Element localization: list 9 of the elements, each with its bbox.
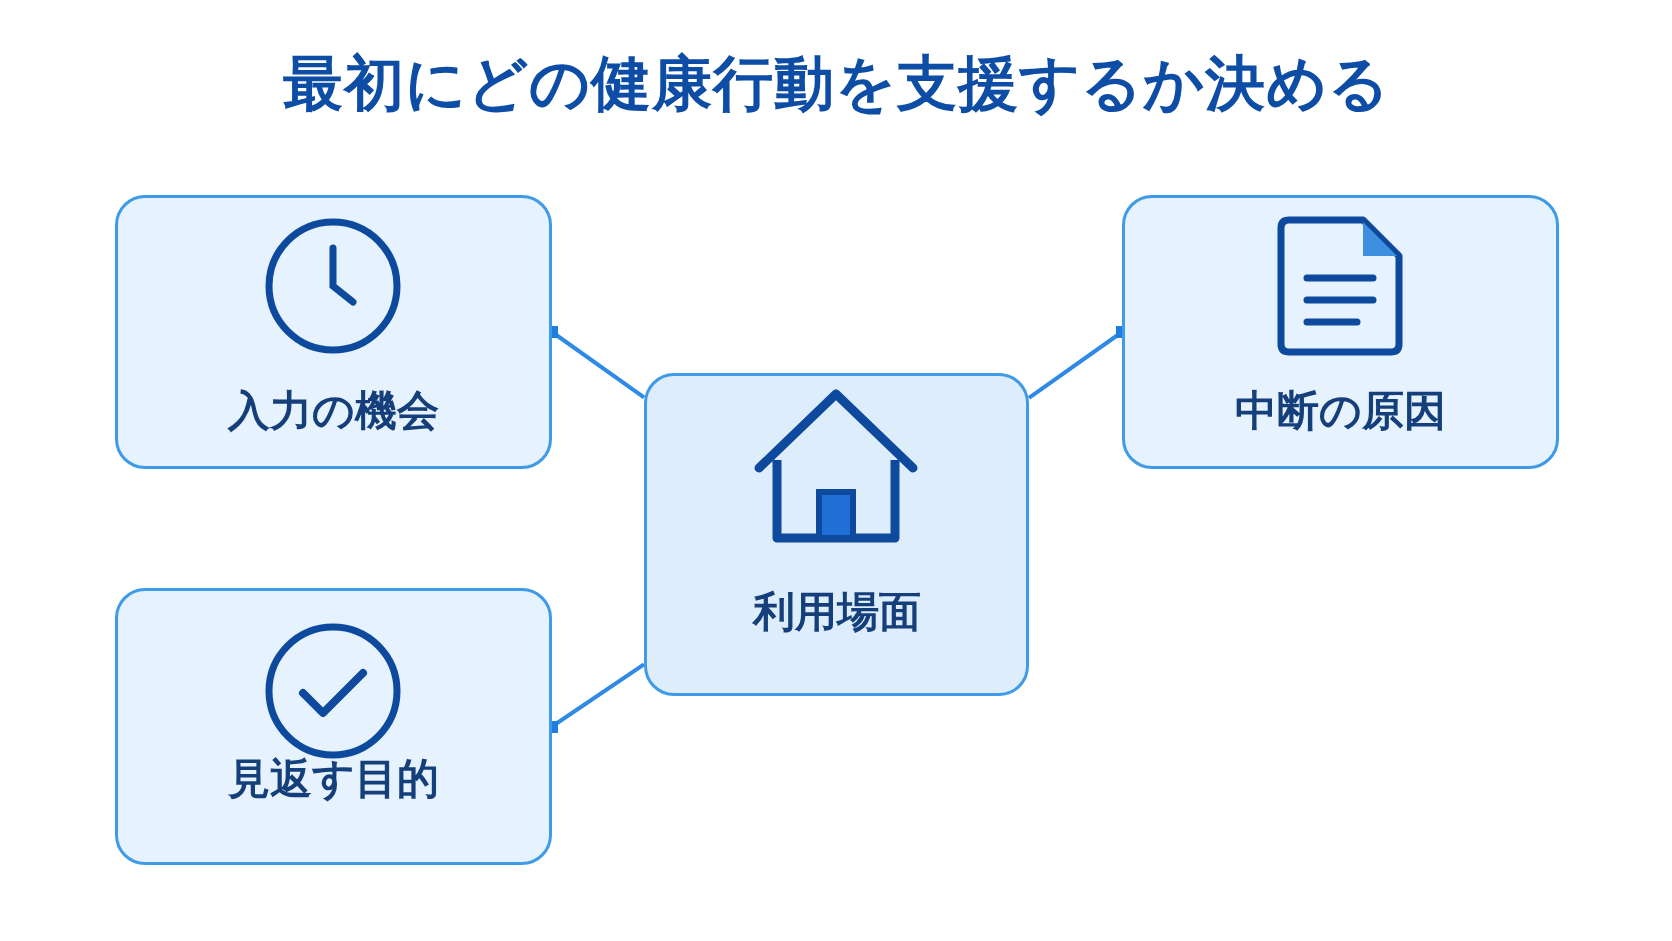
title: 最初にどの健康行動を支援するか決める — [281, 47, 1391, 120]
card-label: 中断の原因 — [1235, 385, 1446, 437]
card-label: 入力の機会 — [228, 385, 439, 437]
topic-card — [115, 588, 552, 865]
card-label: 見返す目的 — [228, 753, 439, 805]
topic-card — [115, 195, 552, 469]
topic-card — [1122, 195, 1559, 469]
card-label: 利用場面 — [752, 586, 921, 638]
topic-card — [644, 373, 1029, 696]
